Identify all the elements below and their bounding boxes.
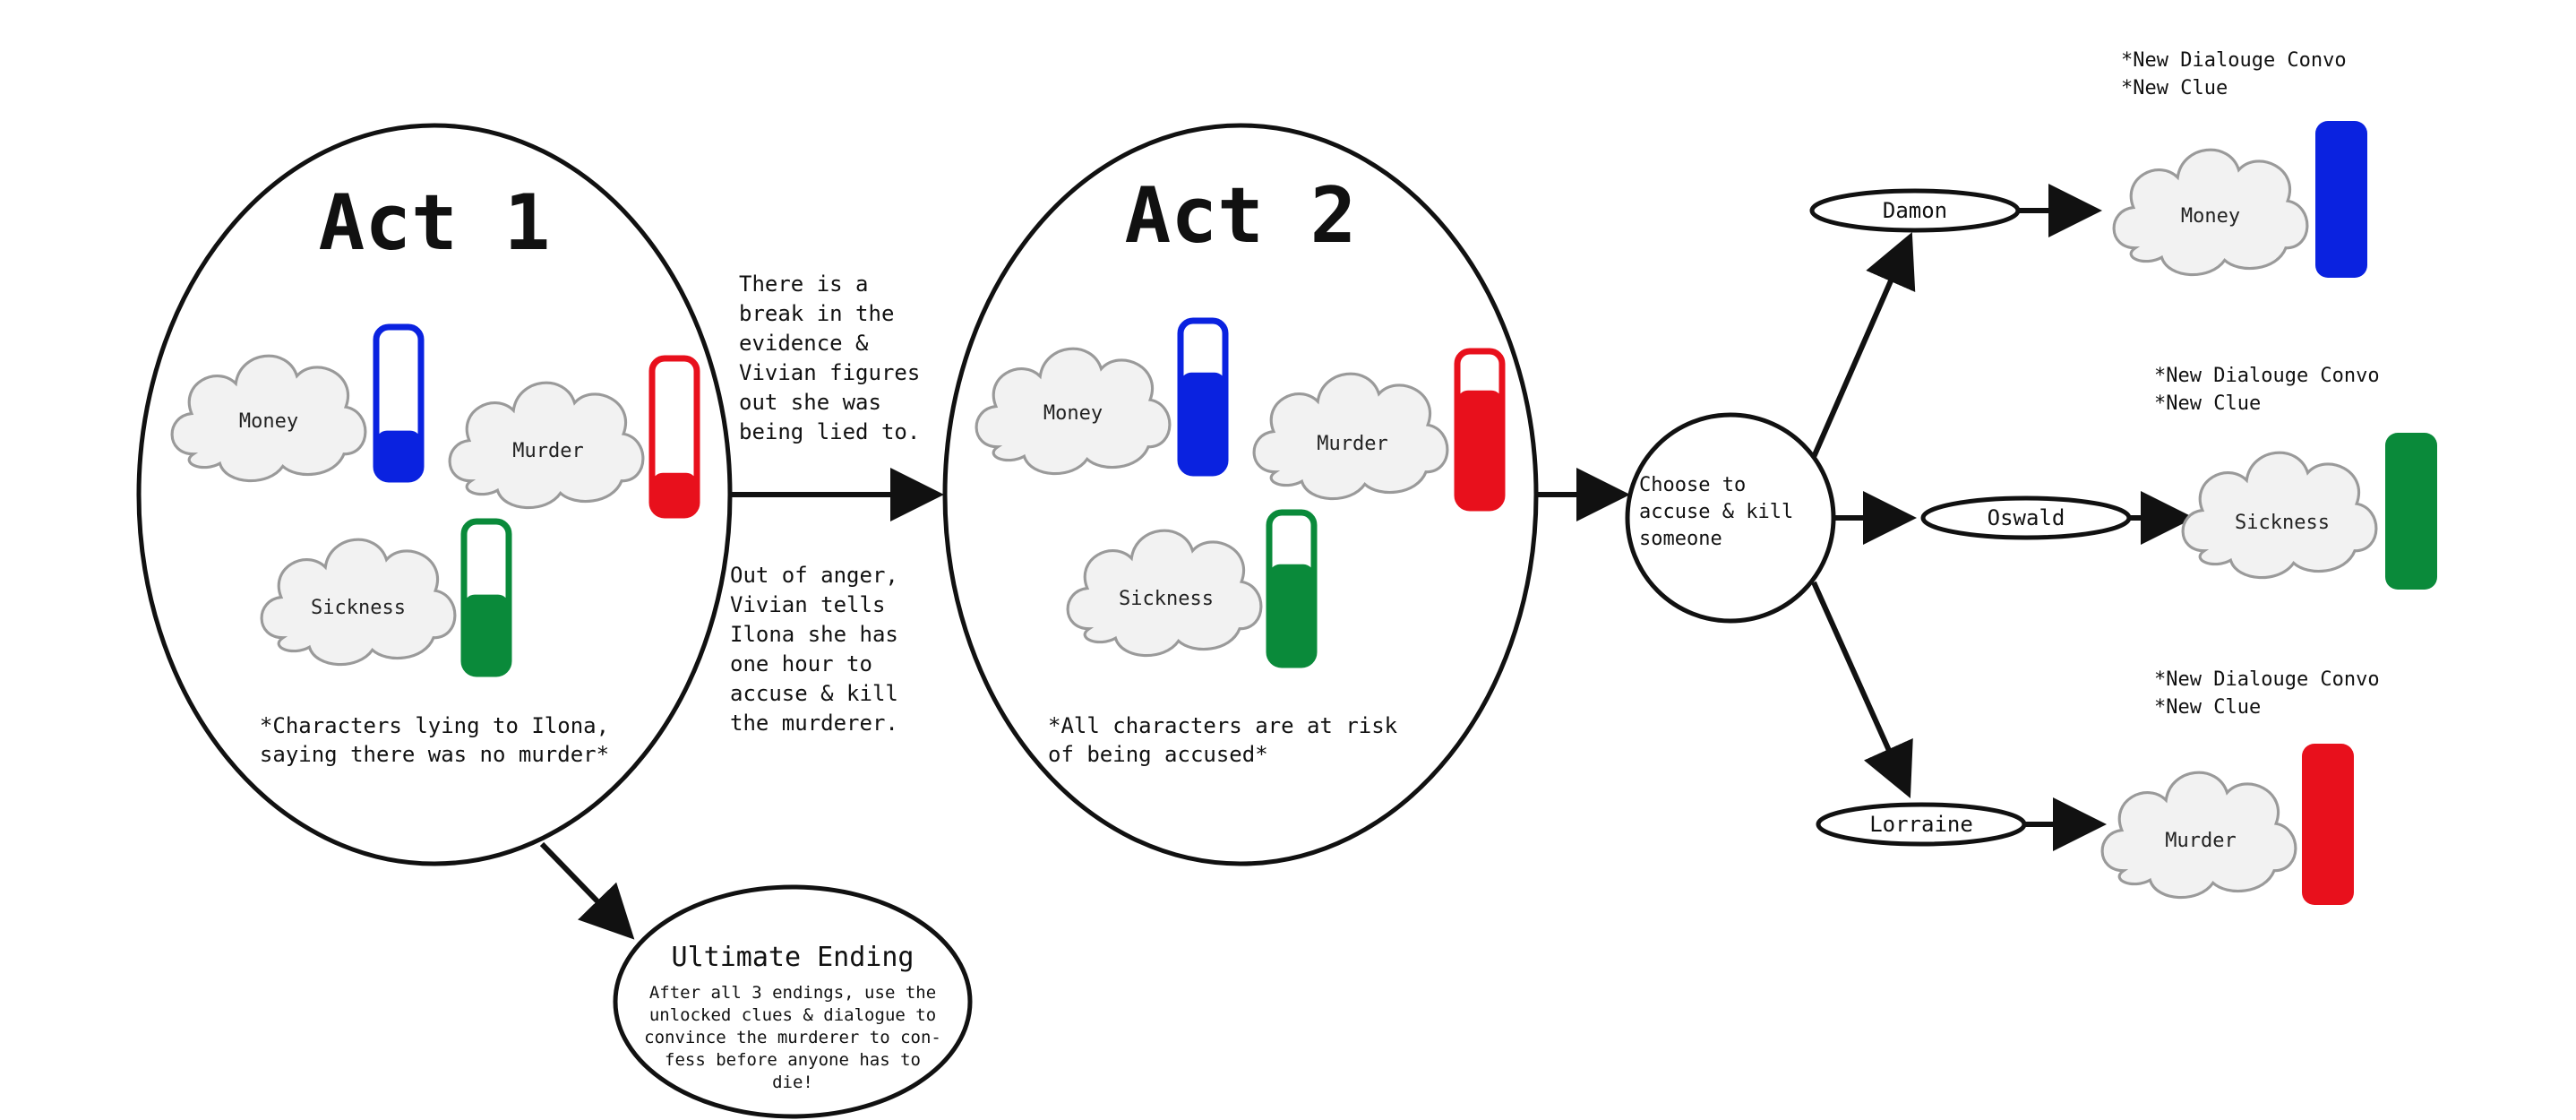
act1-to-ending-arrow [539, 841, 635, 940]
choice-line-1: Choose to [1639, 474, 1746, 496]
act2-sickness-bar [1266, 509, 1318, 668]
act2-money-fill [1181, 372, 1225, 473]
damon-cloud-label: Money [2181, 205, 2240, 228]
lorraine-murder-bar [2302, 744, 2354, 905]
ending-line-1: After all 3 endings, use the [649, 983, 936, 1003]
transition-bottom-2: Vivian tells [730, 592, 885, 617]
act1-title: Act 1 [319, 178, 551, 268]
transition-top-1: There is a [739, 271, 869, 297]
ending-line-2: unlocked clues & dialogue to [649, 1005, 936, 1025]
act2-money-bar [1177, 317, 1229, 477]
choice-to-lorraine-arrow [1811, 581, 1913, 798]
damon-note-1: *New Dialouge Convo [2121, 49, 2347, 72]
act2-sickness-label: Sickness [1119, 588, 1214, 610]
act1-murder-fill [652, 472, 697, 515]
choice-line-2: accuse & kill [1639, 501, 1793, 523]
transition-bottom-5: accuse & kill [730, 681, 898, 706]
act2-murder-fill [1457, 390, 1502, 508]
ending-group: Ultimate Ending After all 3 endings, use… [613, 884, 973, 1119]
transition-bottom-3: Ilona she has [730, 622, 898, 647]
choice-line-3: someone [1639, 528, 1722, 550]
ending-circle [613, 884, 973, 1119]
transition-top-4: Vivian figures [739, 360, 920, 385]
act2-money-label: Money [1043, 402, 1103, 425]
lorraine-note-1: *New Dialouge Convo [2154, 668, 2380, 691]
branch-oswald: *New Dialouge Convo *New Clue Oswald Sic… [1920, 365, 2437, 590]
branch-lorraine: *New Dialouge Convo *New Clue Lorraine M… [1816, 668, 2380, 905]
act2-note-line-1: *All characters are at risk [1048, 713, 1398, 738]
ending-line-5: die! [772, 1073, 813, 1092]
transition-group: There is a break in the evidence & Vivia… [730, 271, 944, 736]
oswald-note-1: *New Dialouge Convo [2154, 365, 2380, 387]
act1-money-label: Money [239, 410, 298, 433]
act1-murder-label: Murder [512, 440, 583, 462]
transition-bottom-6: the murderer. [730, 711, 898, 736]
act1-sickness-bar [460, 518, 512, 677]
transition-top-6: being lied to. [739, 419, 920, 444]
act2-murder-label: Murder [1317, 433, 1387, 455]
transition-top-2: break in the [739, 301, 894, 326]
ending-line-3: convince the murderer to con- [644, 1028, 941, 1047]
act1-group: Act 1 Money Murder Sickness *Characters … [136, 123, 733, 866]
act1-note-line-2: saying there was no murder* [260, 742, 609, 767]
transition-bottom-1: Out of anger, [730, 563, 898, 588]
oswald-label: Oswald [1988, 505, 2065, 530]
oswald-cloud-label: Sickness [2235, 512, 2330, 534]
act1-murder-bar [648, 355, 700, 519]
choice-to-damon-arrow [1811, 232, 1916, 459]
damon-label: Damon [1883, 198, 1947, 223]
lorraine-label: Lorraine [1869, 812, 1973, 837]
branch-damon: *New Dialouge Convo *New Clue Damon Mone… [1809, 49, 2367, 278]
ending-line-4: fess before anyone has to [665, 1050, 921, 1070]
lorraine-cloud-label: Murder [2165, 830, 2236, 852]
lorraine-note-2: *New Clue [2154, 696, 2261, 719]
transition-top-5: out she was [739, 390, 881, 415]
damon-note-2: *New Clue [2121, 77, 2228, 99]
act1-sickness-label: Sickness [311, 597, 406, 619]
choice-group: Choose to accuse & kill someone [1625, 412, 1836, 624]
act1-note-line-1: *Characters lying to Ilona, [260, 713, 609, 738]
act2-group: Act 2 Money Murder Sickness *All charact… [942, 123, 1539, 866]
ending-title: Ultimate Ending [672, 942, 914, 973]
act1-sickness-fill [464, 594, 509, 674]
act2-murder-bar [1454, 348, 1506, 512]
act2-note-line-2: of being accused* [1048, 742, 1268, 767]
damon-money-bar [2315, 121, 2367, 278]
act2-sickness-fill [1269, 564, 1314, 665]
oswald-note-2: *New Clue [2154, 392, 2261, 415]
act2-title: Act 2 [1125, 171, 1357, 261]
transition-top-3: evidence & [739, 331, 869, 356]
act1-money-bar [373, 323, 425, 483]
act1-money-fill [376, 430, 421, 479]
transition-bottom-4: one hour to [730, 651, 872, 676]
oswald-sickness-bar [2385, 433, 2437, 590]
